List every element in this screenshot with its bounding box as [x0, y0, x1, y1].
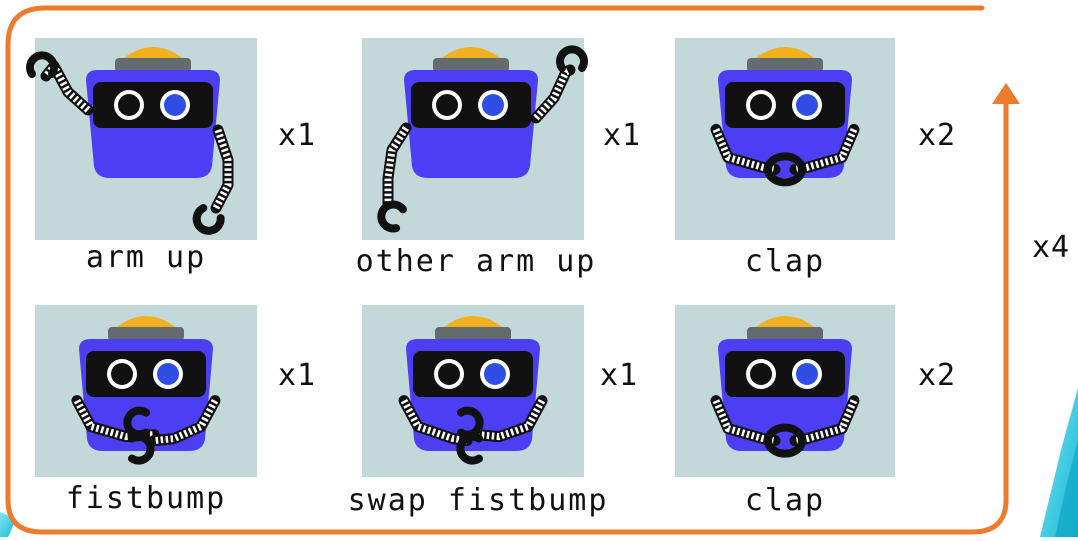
robot-visor	[86, 351, 206, 397]
move-label: fistbump	[65, 481, 227, 516]
move-label: other arm up	[355, 244, 597, 279]
move-label: swap fistbump	[347, 483, 609, 518]
move-count: x2	[918, 358, 957, 393]
robot-hat-base	[747, 327, 823, 341]
robot-claw-right	[556, 45, 588, 72]
robot-hat-base	[115, 58, 191, 72]
robot-visor	[411, 82, 531, 128]
move-count: x1	[600, 358, 639, 393]
robot-clapping-claws	[764, 152, 806, 187]
robot-hat-base	[108, 327, 184, 341]
move-count: x1	[278, 358, 317, 393]
move-cell	[35, 305, 257, 477]
robot-visor	[413, 351, 533, 397]
move-label: clap	[744, 483, 826, 518]
move-cell	[26, 38, 257, 240]
robot-hat-base	[747, 58, 823, 72]
robot-claw-lower	[128, 432, 155, 465]
robot-hat-base	[435, 327, 511, 341]
robot-clapping-claws	[764, 423, 806, 458]
loop-arrowhead	[992, 83, 1020, 104]
robot-claw-right	[192, 204, 225, 235]
move-count: x1	[278, 118, 317, 153]
robot-arm-right	[148, 395, 221, 447]
move-count: x2	[918, 118, 957, 153]
robot-claw-left	[26, 51, 58, 78]
robot-visor	[93, 82, 213, 128]
move-cell	[675, 38, 895, 240]
repeat-count-label: x4	[1032, 230, 1071, 265]
move-cells	[26, 38, 895, 477]
robot-hat-base	[433, 58, 509, 72]
robot-claw-left	[377, 200, 407, 233]
corner-shard-right-inner	[1055, 440, 1078, 537]
loop-frame	[5, 5, 1009, 535]
robot-claw-lower	[456, 432, 483, 465]
robot-visor	[725, 351, 845, 397]
move-cell	[362, 38, 588, 240]
robot-visor	[725, 82, 845, 128]
move-label: arm up	[85, 240, 207, 275]
move-cell	[362, 305, 584, 477]
move-cell	[675, 305, 895, 477]
move-count: x1	[603, 118, 642, 153]
move-label: clap	[744, 244, 826, 279]
